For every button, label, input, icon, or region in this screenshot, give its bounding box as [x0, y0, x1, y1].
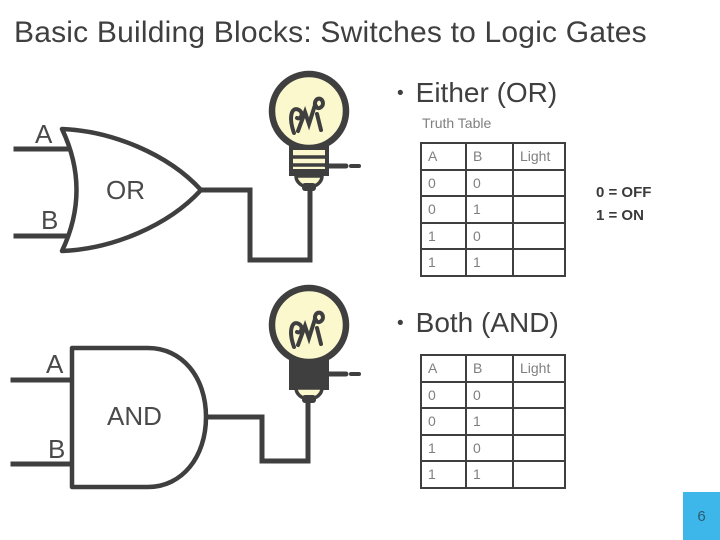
- table-cell: 0: [420, 407, 467, 436]
- table-row: 1 0: [420, 433, 566, 462]
- table-cell: [512, 407, 566, 436]
- bulb-filament: [289, 107, 304, 135]
- and-truth-table: A B Light 0 0 0 1 1 0 1 1: [420, 354, 566, 489]
- or-input-a-label: A: [35, 119, 53, 149]
- table-header-cell: Light: [512, 354, 566, 383]
- table-cell: [512, 460, 566, 489]
- or-truth-table: A B Light 0 0 0 1 1 0 1 1: [420, 142, 566, 277]
- legend-off-line: 0 = OFF: [596, 184, 652, 201]
- table-cell: [512, 380, 566, 409]
- bulb-filament: [289, 321, 304, 349]
- table-cell: 0: [465, 221, 514, 250]
- truth-table-label: Truth Table: [422, 115, 492, 131]
- page-number: 6: [697, 507, 706, 525]
- or-input-b-label: B: [41, 205, 59, 235]
- table-row: 0 0: [420, 380, 566, 409]
- table-header-row: A B Light: [420, 142, 566, 171]
- and-gate-label: AND: [107, 401, 162, 431]
- bulb-glass: [268, 70, 350, 152]
- bulb-filament: [312, 96, 326, 111]
- table-cell: 1: [420, 433, 467, 462]
- or-output-wire: [196, 185, 313, 263]
- table-row: 0 1: [420, 407, 566, 436]
- or-gate-label: OR: [106, 175, 145, 205]
- table-cell: 1: [465, 248, 514, 277]
- lightbulb-icon: [268, 70, 361, 191]
- table-cell: 1: [420, 460, 467, 489]
- legend-on-line: 1 = ON: [596, 207, 644, 224]
- table-cell: [512, 221, 566, 250]
- and-input-a-label: A: [46, 349, 64, 379]
- slide-title: Basic Building Blocks: Switches to Logic…: [14, 16, 647, 49]
- table-row: 0 1: [420, 195, 566, 224]
- table-header-row: A B Light: [420, 354, 566, 383]
- table-row: 0 0: [420, 168, 566, 197]
- and-gate-diagram: [10, 345, 311, 490]
- table-header-cell: Light: [512, 142, 566, 171]
- table-header-cell: A: [420, 142, 467, 171]
- table-cell: 0: [465, 433, 514, 462]
- or-gate-shape: [59, 126, 204, 254]
- or-heading-text: Either (OR): [415, 77, 558, 108]
- table-cell: 1: [420, 221, 467, 250]
- bulb-filament: [312, 310, 326, 325]
- table-cell: 1: [420, 248, 467, 277]
- table-header-cell: B: [465, 142, 514, 171]
- table-cell: 0: [420, 168, 467, 197]
- bulb-filament: [296, 103, 317, 133]
- bulb-tip: [302, 395, 316, 403]
- table-cell: 0: [420, 195, 467, 224]
- and-gate-shape: [69, 345, 209, 490]
- on-off-legend: 0 = OFF 1 = ON: [596, 181, 651, 227]
- table-row: 1 1: [420, 460, 566, 489]
- bulb-base-band: [291, 169, 327, 176]
- and-heading-text: Both (AND): [415, 307, 559, 338]
- table-cell: [512, 248, 566, 277]
- bulb-base: [289, 360, 329, 390]
- table-row: 1 0: [420, 221, 566, 250]
- and-section-heading: • Both (AND): [397, 307, 559, 339]
- table-cell: [512, 433, 566, 462]
- page-number-box: 6: [683, 492, 720, 540]
- table-cell: 1: [465, 407, 514, 436]
- table-cell: 1: [465, 460, 514, 489]
- table-header-cell: A: [420, 354, 467, 383]
- lightbulb-icon: [268, 284, 361, 403]
- and-output-wire: [201, 397, 311, 464]
- bulb-tip: [302, 183, 316, 191]
- bulb-filament: [315, 326, 323, 346]
- table-cell: 0: [465, 380, 514, 409]
- table-cell: [512, 195, 566, 224]
- or-section-heading: • Either (OR): [397, 77, 557, 109]
- table-cell: 0: [465, 168, 514, 197]
- bullet-icon: •: [397, 313, 404, 334]
- bullet-icon: •: [397, 83, 404, 104]
- or-gate-diagram: [13, 126, 313, 263]
- bulb-filament: [296, 317, 317, 347]
- table-cell: 1: [465, 195, 514, 224]
- bulb-filament: [315, 112, 323, 132]
- table-cell: 0: [420, 380, 467, 409]
- table-cell: [512, 168, 566, 197]
- bulb-glass: [268, 284, 350, 366]
- table-row: 1 1: [420, 248, 566, 277]
- table-header-cell: B: [465, 354, 514, 383]
- and-input-b-label: B: [48, 434, 66, 464]
